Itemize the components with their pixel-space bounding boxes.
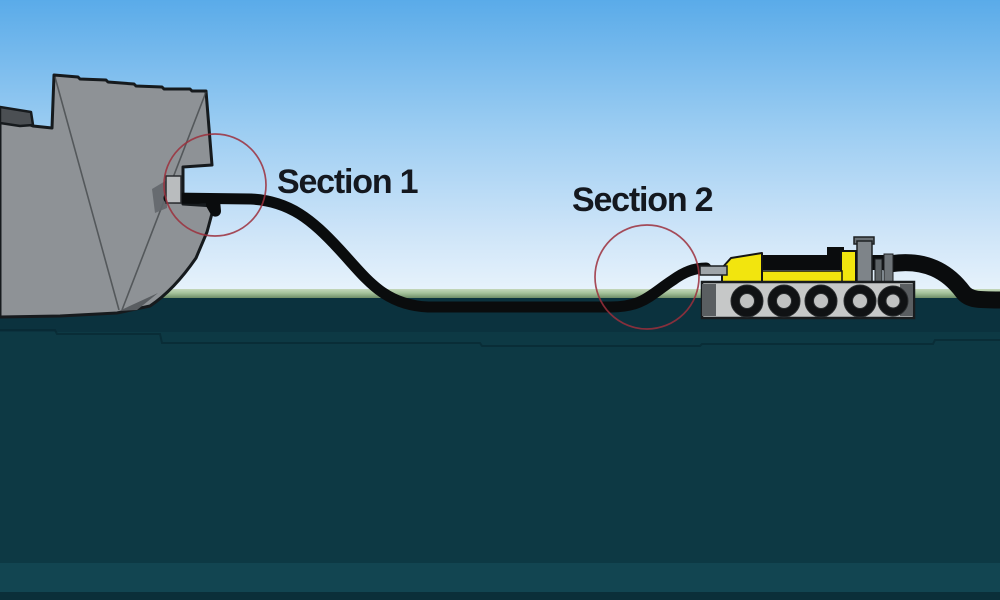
highlight-circle-section-2: [594, 224, 700, 330]
highlight-circle-section-1: [163, 133, 267, 237]
seabed-main: [0, 298, 1000, 600]
trencher-rear-cable: [880, 254, 1000, 309]
cab-roof-step: [827, 247, 844, 257]
label-section-1: Section 1: [277, 163, 418, 201]
hull-dark-facet: [119, 293, 158, 311]
stern-shadow-facet: [152, 180, 167, 213]
ship-hull: [0, 73, 216, 319]
label-section-2: Section 2: [572, 181, 713, 219]
seabed-bottom-strip: [0, 592, 1000, 600]
ship: [0, 73, 216, 319]
road-wheels: [730, 284, 909, 318]
stern-cable-bracket: [206, 200, 221, 217]
exhaust-stack: [856, 240, 873, 286]
yellow-mast: [840, 250, 857, 284]
ground-strip: [0, 289, 1000, 298]
tow-bar: [699, 265, 728, 276]
wheel-hub: [852, 293, 868, 309]
track-end-cap-left: [702, 284, 716, 316]
trencher-top-cable: [758, 255, 894, 270]
ship-bow-wedge: [0, 105, 35, 128]
wheel-hub: [739, 293, 755, 309]
yellow-front-wedge: [721, 252, 763, 284]
trencher: [699, 236, 1000, 320]
seabed-lower-band: [0, 563, 1000, 592]
stern-cable-chute: [165, 175, 182, 204]
wheel-hub: [776, 293, 792, 309]
wheel-hub: [885, 293, 901, 309]
hydraulic-post-large: [883, 253, 894, 286]
cable-main-run: [163, 192, 712, 313]
seabed-cross-section: [0, 298, 1000, 600]
wheel-hub: [813, 293, 829, 309]
strata-line: [0, 329, 1000, 347]
yellow-body-stripe: [761, 270, 843, 283]
hull-fold-line-left: [54, 76, 120, 311]
